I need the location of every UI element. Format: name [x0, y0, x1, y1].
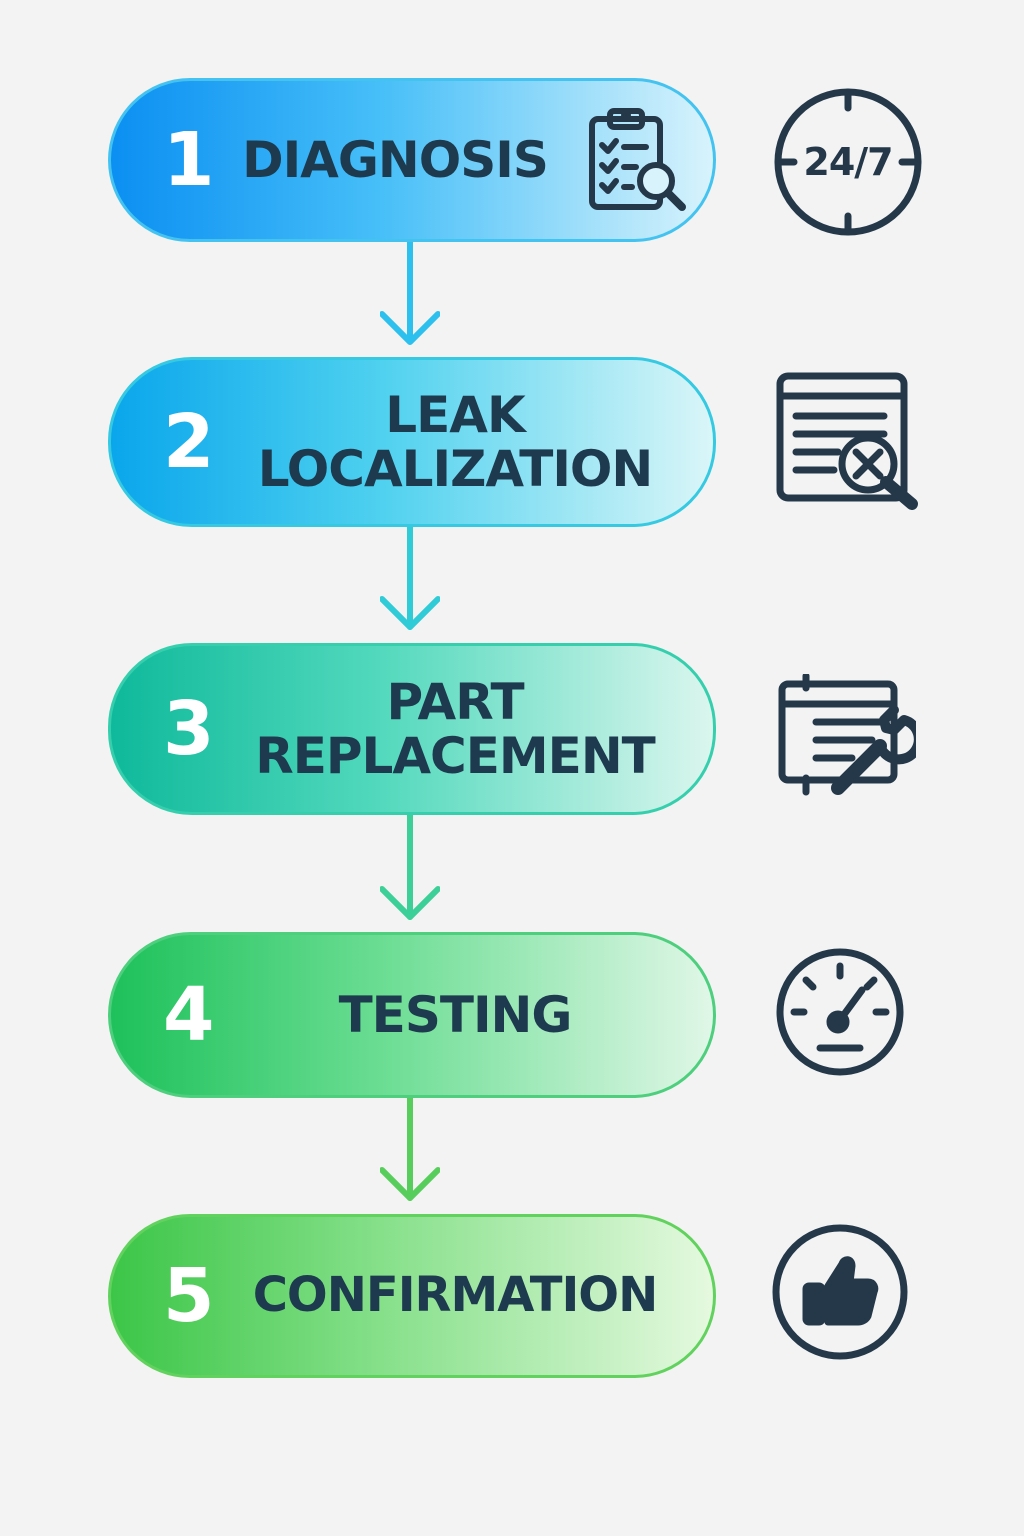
- step-number: 5: [163, 1253, 215, 1339]
- step-label-line1: LEAK: [385, 386, 525, 444]
- document-wrench-icon: [778, 674, 916, 796]
- clock-24-7-icon: 24/7: [772, 86, 924, 238]
- step-label: LEAK LOCALIZATION: [237, 388, 673, 496]
- step-number: 1: [163, 117, 215, 203]
- step-label: PART REPLACEMENT: [237, 675, 673, 783]
- arrow-down-icon: [380, 1098, 440, 1201]
- step-confirmation: 5 CONFIRMATION: [108, 1214, 716, 1378]
- gauge-icon: [776, 948, 904, 1076]
- step-diagnosis: 1 DIAGNOSIS: [108, 78, 716, 242]
- step-label: DIAGNOSIS: [242, 131, 549, 189]
- document-search-icon: [776, 372, 918, 510]
- step-label-line2: REPLACEMENT: [255, 727, 656, 785]
- step-part-replacement: 3 PART REPLACEMENT: [108, 643, 716, 815]
- step-testing: 4 TESTING: [108, 932, 716, 1098]
- step-label: CONFIRMATION: [252, 1267, 659, 1324]
- thumbs-up-icon: [772, 1224, 908, 1360]
- arrow-down-icon: [380, 527, 440, 630]
- step-number: 2: [163, 399, 215, 485]
- clipboard-search-icon: [589, 108, 686, 211]
- step-leak-localization: 2 LEAK LOCALIZATION: [108, 357, 716, 527]
- clock-label: 24/7: [803, 140, 893, 184]
- step-label-line2: LOCALIZATION: [257, 440, 654, 498]
- arrow-down-icon: [380, 815, 440, 920]
- arrow-down-icon: [380, 242, 440, 345]
- step-number: 4: [163, 972, 215, 1058]
- step-number: 3: [163, 686, 215, 772]
- step-label: TESTING: [338, 986, 573, 1044]
- step-label-line1: PART: [386, 673, 524, 731]
